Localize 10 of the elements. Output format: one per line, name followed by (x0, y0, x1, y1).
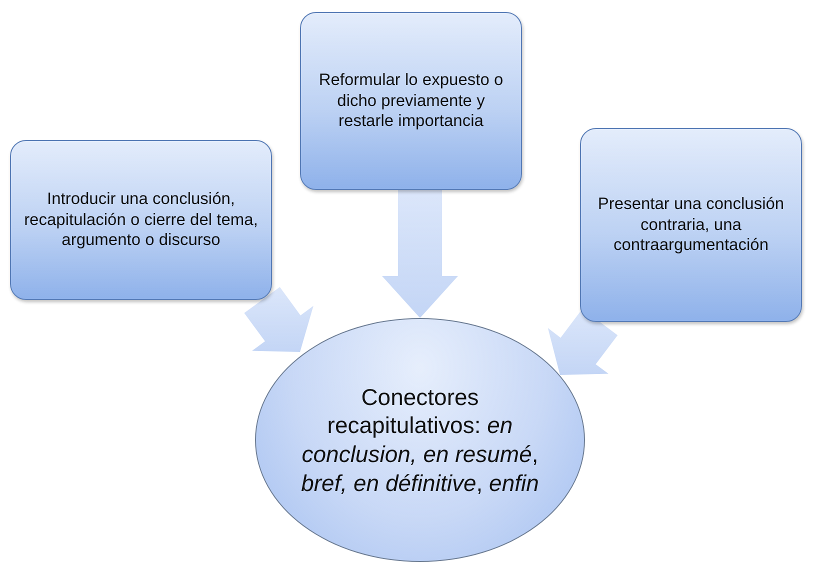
node-text: Conectores recapitulativos: en conclusion, en resumé, bref, en définitive, enfin (300, 382, 540, 498)
process-box (10, 140, 272, 300)
node-text: Presentar una conclusión contraria, una contraargumentación (596, 194, 786, 256)
node-text: Introducir una conclusión, recapitulación o cierre del tema, argumento o discurso (23, 189, 259, 251)
process-box (580, 128, 802, 322)
block-arrow (382, 190, 458, 318)
block-arrow (244, 287, 314, 352)
block-arrow (548, 308, 618, 375)
process-box (300, 12, 522, 190)
node-text: Reformular lo expuesto o dicho previamente y restarle importancia (318, 70, 504, 132)
